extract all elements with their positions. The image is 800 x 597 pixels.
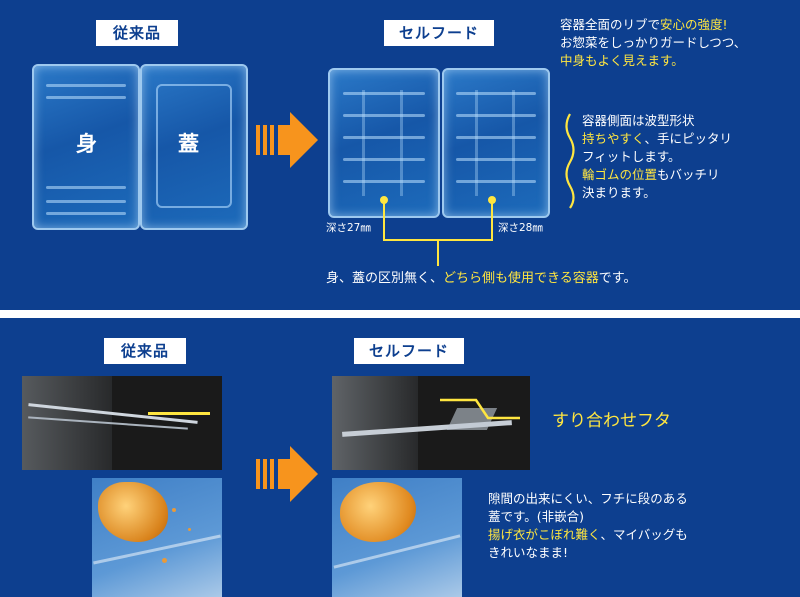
desc1-line1: 容器全面のリブで安心の強度! — [560, 17, 728, 32]
bottom-desc-line1: 隙間の出来にくい、フチに段のある — [488, 491, 688, 506]
conventional-label-bottom: 従来品 — [104, 338, 186, 364]
depth-connector — [380, 196, 496, 266]
depth-right-text: 深さ28㎜ — [498, 222, 543, 234]
desc2-line4: 輪ゴムの位置もバッチリ — [582, 167, 720, 182]
self-food-lid-photo — [332, 376, 530, 470]
conventional-food-photo — [92, 478, 222, 597]
conventional-lid-tray — [140, 64, 248, 230]
desc1-line2: お惣菜をしっかりガードしつつ、 — [560, 35, 747, 50]
usage-sentence: 身、蓋の区別無く、どちら側も使用できる容器です。 — [326, 271, 637, 286]
lid-label: 蓋 — [178, 132, 199, 156]
desc1-line3: 中身もよく見えます。 — [560, 53, 684, 68]
bottom-panel: 従来品 セルフード すり合わせフタ 隙間の出来にくい、フチに段のある — [0, 318, 800, 597]
bottom-desc-line4: きれいなまま! — [488, 545, 569, 560]
lid-caption: すり合わせフタ — [552, 411, 671, 431]
wave-bracket — [565, 113, 575, 209]
bottom-desc-line3: 揚げ衣がこぼれ難く、マイバッグも — [488, 527, 688, 542]
desc2-line1: 容器側面は波型形状 — [582, 113, 695, 128]
self-food-tray-left — [328, 68, 440, 218]
self-food-label-top: セルフード — [384, 20, 494, 46]
self-food-tray-right — [442, 68, 550, 218]
conventional-body-tray — [32, 64, 140, 230]
body-label: 身 — [76, 132, 97, 156]
desc2-line2: 持ちやすく、手にピッタリ — [582, 131, 733, 146]
right-arrow-icon — [256, 112, 318, 168]
desc2-line5: 決まります。 — [582, 185, 656, 200]
conventional-label-top: 従来品 — [96, 20, 178, 46]
bottom-desc-line2: 蓋です。(非嵌合) — [488, 509, 585, 524]
right-arrow-icon — [256, 446, 318, 502]
self-food-food-photo — [332, 478, 462, 597]
top-panel: 従来品 セルフード 身 蓋 深さ27㎜ 深さ28㎜ 容 — [0, 0, 800, 310]
desc2-line3: フィットします。 — [582, 149, 681, 164]
self-food-label-bottom: セルフード — [354, 338, 464, 364]
conventional-lid-photo — [22, 376, 222, 470]
depth-left-text: 深さ27㎜ — [326, 222, 371, 234]
